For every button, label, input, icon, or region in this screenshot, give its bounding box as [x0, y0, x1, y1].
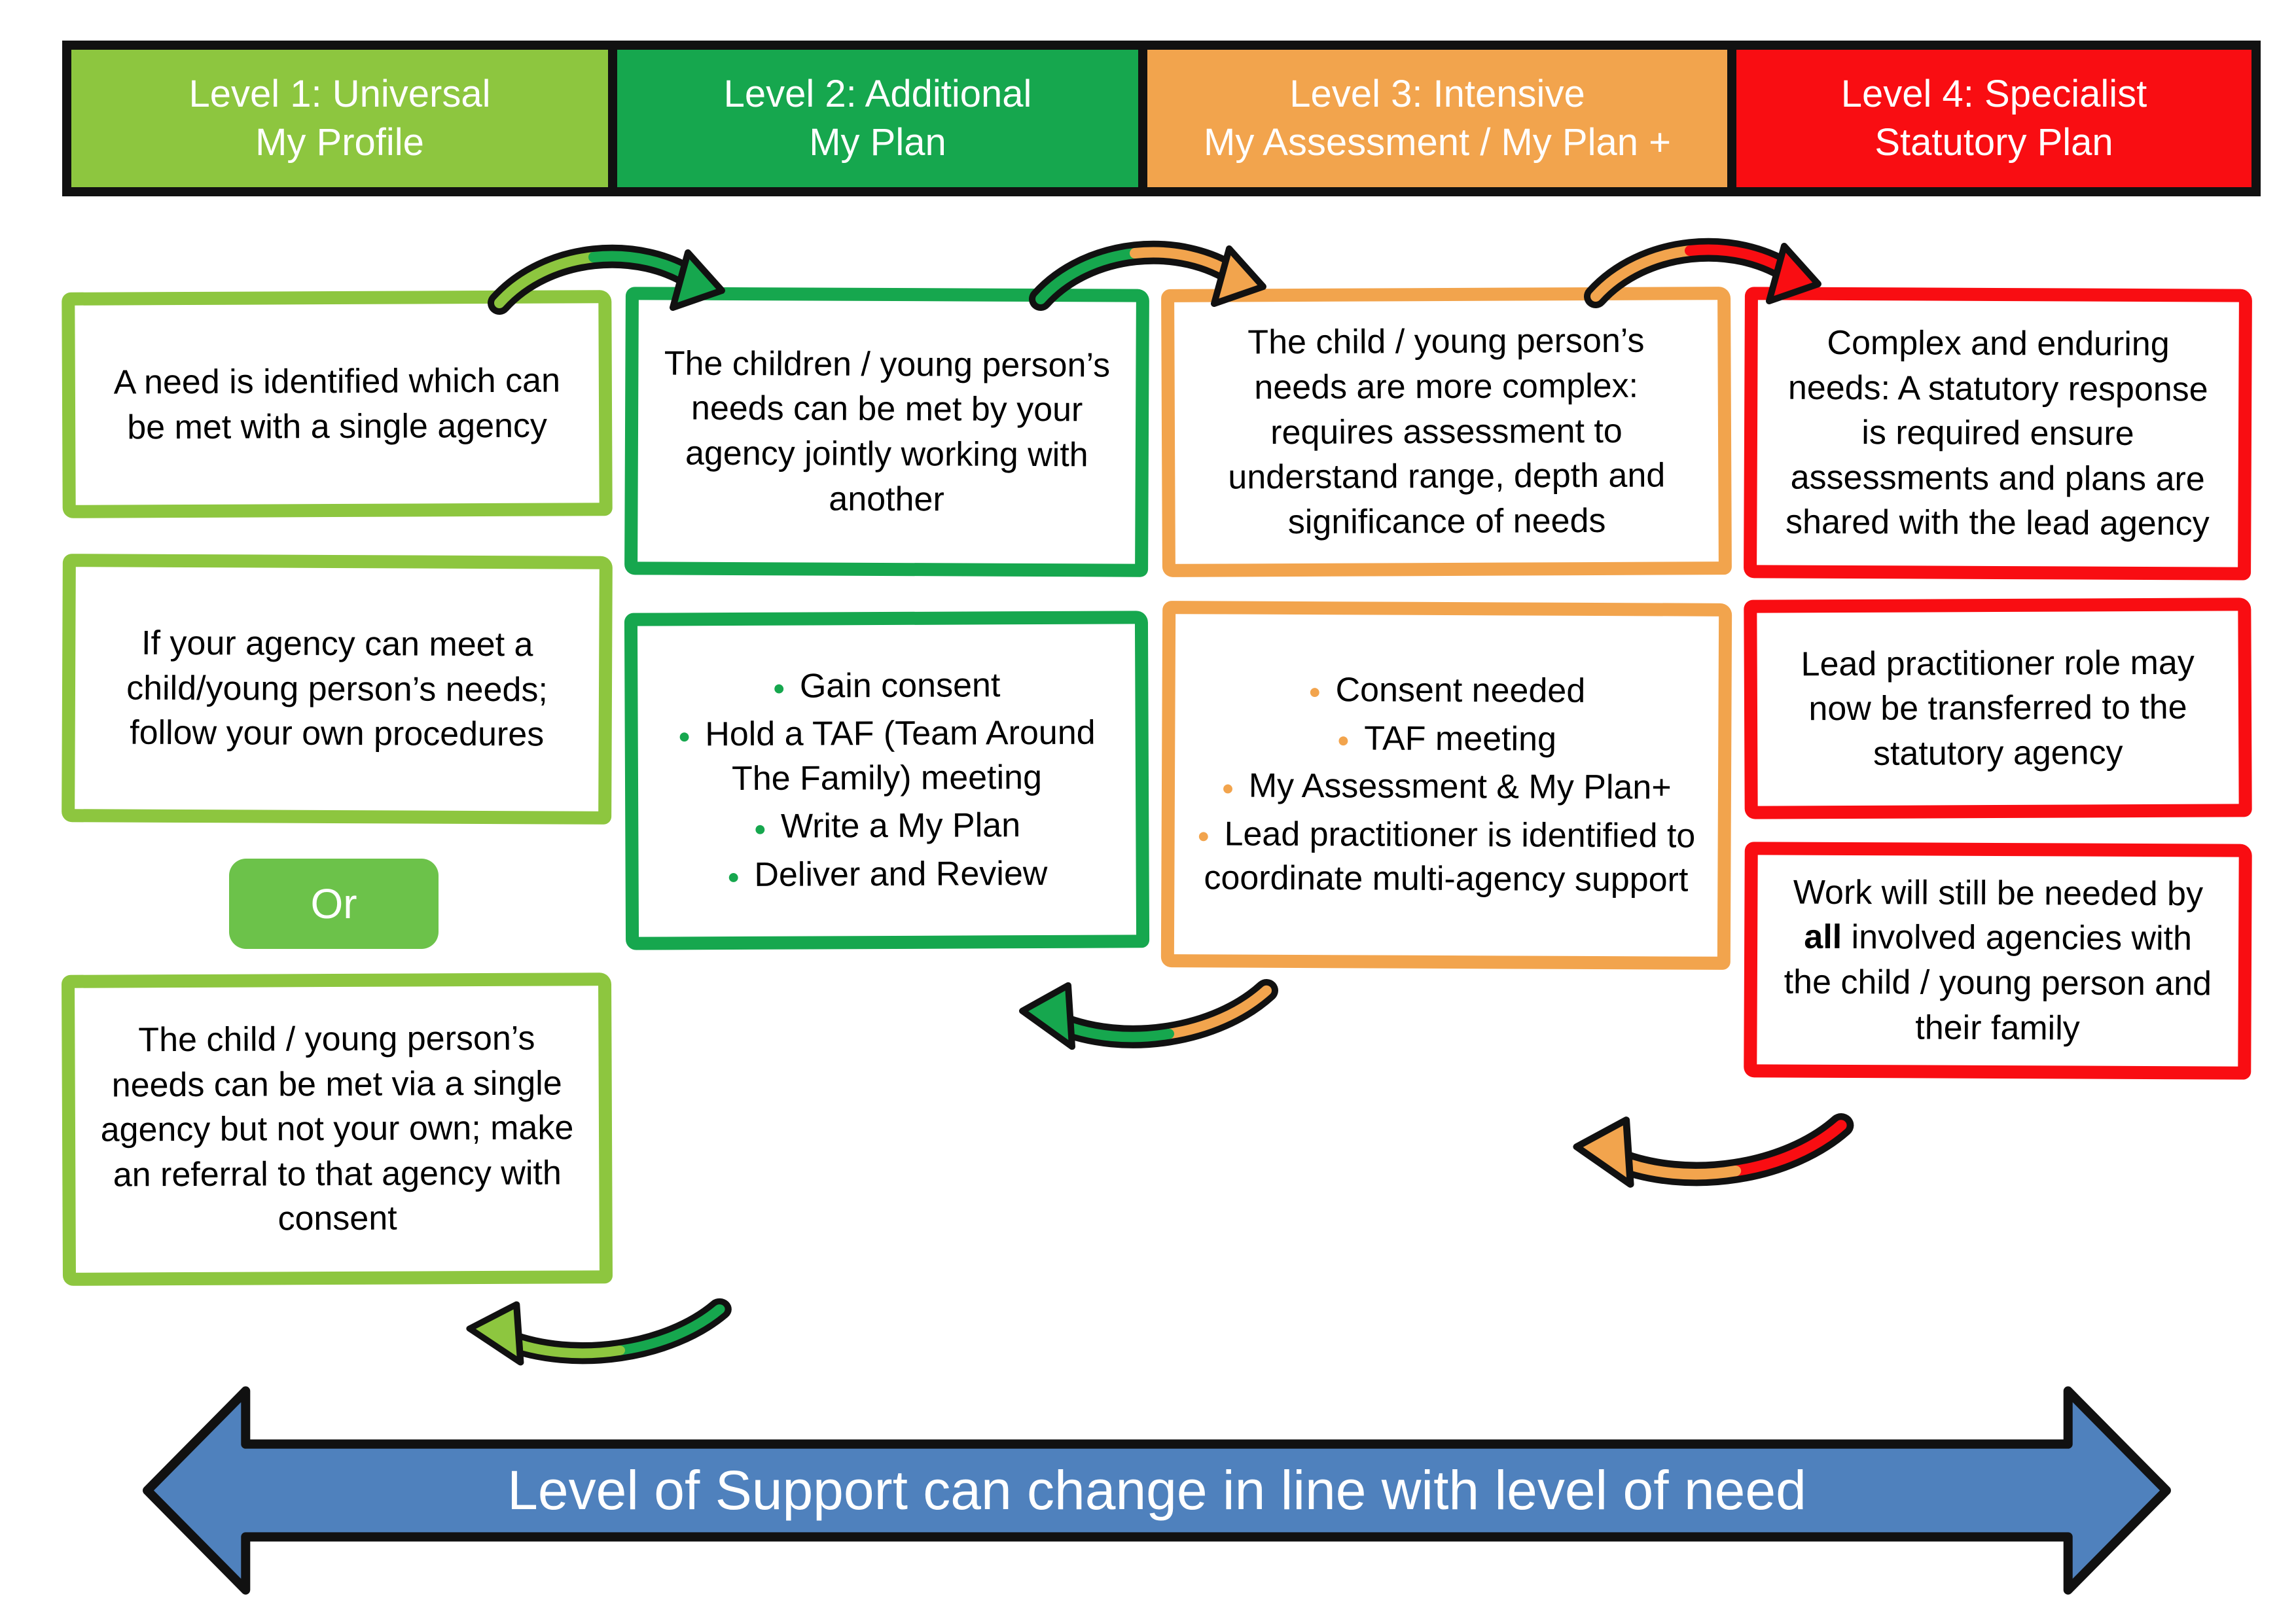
level1-title-line1: Level 1: Universal: [188, 72, 491, 115]
level2-header-banner: Level 2: Additional My Plan: [608, 41, 1147, 196]
box-text: A need is identified which can be met wi…: [113, 361, 561, 446]
level3-header-banner: Level 3: Intensive My Assessment / My Pl…: [1138, 41, 1736, 196]
level4-title-line1: Level 4: Specialist: [1840, 72, 2147, 115]
level3-title-line2: My Assessment / My Plan +: [1204, 121, 1671, 164]
level3-box-actions: Consent needed TAF meeting My Assessment…: [1160, 601, 1732, 970]
level1-header-banner: Level 1: Universal My Profile: [62, 41, 617, 196]
list-item: TAF meeting: [1197, 716, 1696, 762]
arrow-level1-to-level2-icon: [488, 244, 725, 315]
box-text: Work will still be needed by all involve…: [1779, 870, 2216, 1051]
level2-title-line1: Level 2: Additional: [723, 72, 1032, 115]
level4-header-banner: Level 4: Specialist Statutory Plan: [1727, 41, 2261, 196]
level3-box-more-complex: The child / young person’s needs are mor…: [1161, 287, 1732, 577]
box-text: The child / young person’s needs are mor…: [1228, 322, 1666, 541]
work-needed-prefix: Work will still be needed by: [1793, 873, 2204, 914]
level2-action-list: Gain consent Hold a TAF (Team Around The…: [660, 659, 1114, 902]
arrow-level4-back-to-level3-icon: [1573, 1113, 1854, 1188]
box-text: Lead practitioner role may now be transf…: [1801, 643, 2195, 773]
header-banner-row: Level 1: Universal My Profile Level 2: A…: [62, 41, 2261, 196]
level1-box-referral: The child / young person’s needs can be …: [61, 972, 613, 1286]
arrow-level3-to-level4-icon: [1584, 238, 1821, 308]
list-item: Hold a TAF (Team Around The Family) meet…: [660, 711, 1114, 802]
level4-box-complex-enduring: Complex and enduring needs: A statutory …: [1744, 287, 2252, 580]
work-needed-suffix: involved agencies with the child / young…: [1784, 918, 2212, 1048]
level-change-double-arrow-icon: [143, 1386, 2171, 1595]
level2-box-actions: Gain consent Hold a TAF (Team Around The…: [624, 611, 1150, 950]
level2-title-line2: My Plan: [809, 121, 946, 164]
work-needed-bold: all: [1804, 918, 1842, 957]
list-item: Deliver and Review: [660, 851, 1113, 898]
level4-box-lead-transfer: Lead practitioner role may now be transf…: [1744, 597, 2252, 819]
or-badge: Or: [229, 859, 439, 949]
list-item: Write a My Plan: [660, 804, 1113, 850]
level4-title-line2: Statutory Plan: [1874, 121, 2113, 164]
level3-title-line1: Level 3: Intensive: [1289, 72, 1585, 115]
level3-action-list: Consent needed TAF meeting My Assessment…: [1196, 664, 1696, 906]
arrow-level2-to-level3-icon: [1029, 240, 1266, 311]
list-item: Consent needed: [1197, 668, 1696, 714]
box-text: The children / young person’s needs can …: [664, 344, 1111, 519]
arrow-level2-back-to-level1-icon: [466, 1298, 732, 1366]
box-text: Complex and enduring needs: A statutory …: [1785, 323, 2210, 543]
list-item: My Assessment & My Plan+: [1197, 764, 1696, 811]
box-text: The child / young person’s needs can be …: [100, 1019, 574, 1238]
list-item: Lead practitioner is identified to coord…: [1196, 812, 1696, 903]
level1-box-own-procedures: If your agency can meet a child/young pe…: [62, 554, 613, 825]
box-text: If your agency can meet a child/young pe…: [126, 624, 548, 754]
level4-box-work-needed: Work will still be needed by all involve…: [1744, 842, 2252, 1080]
arrow-level3-back-to-level2-icon: [1019, 978, 1278, 1050]
level1-title-line2: My Profile: [255, 121, 424, 164]
list-item: Gain consent: [660, 663, 1113, 709]
or-label: Or: [310, 880, 357, 927]
